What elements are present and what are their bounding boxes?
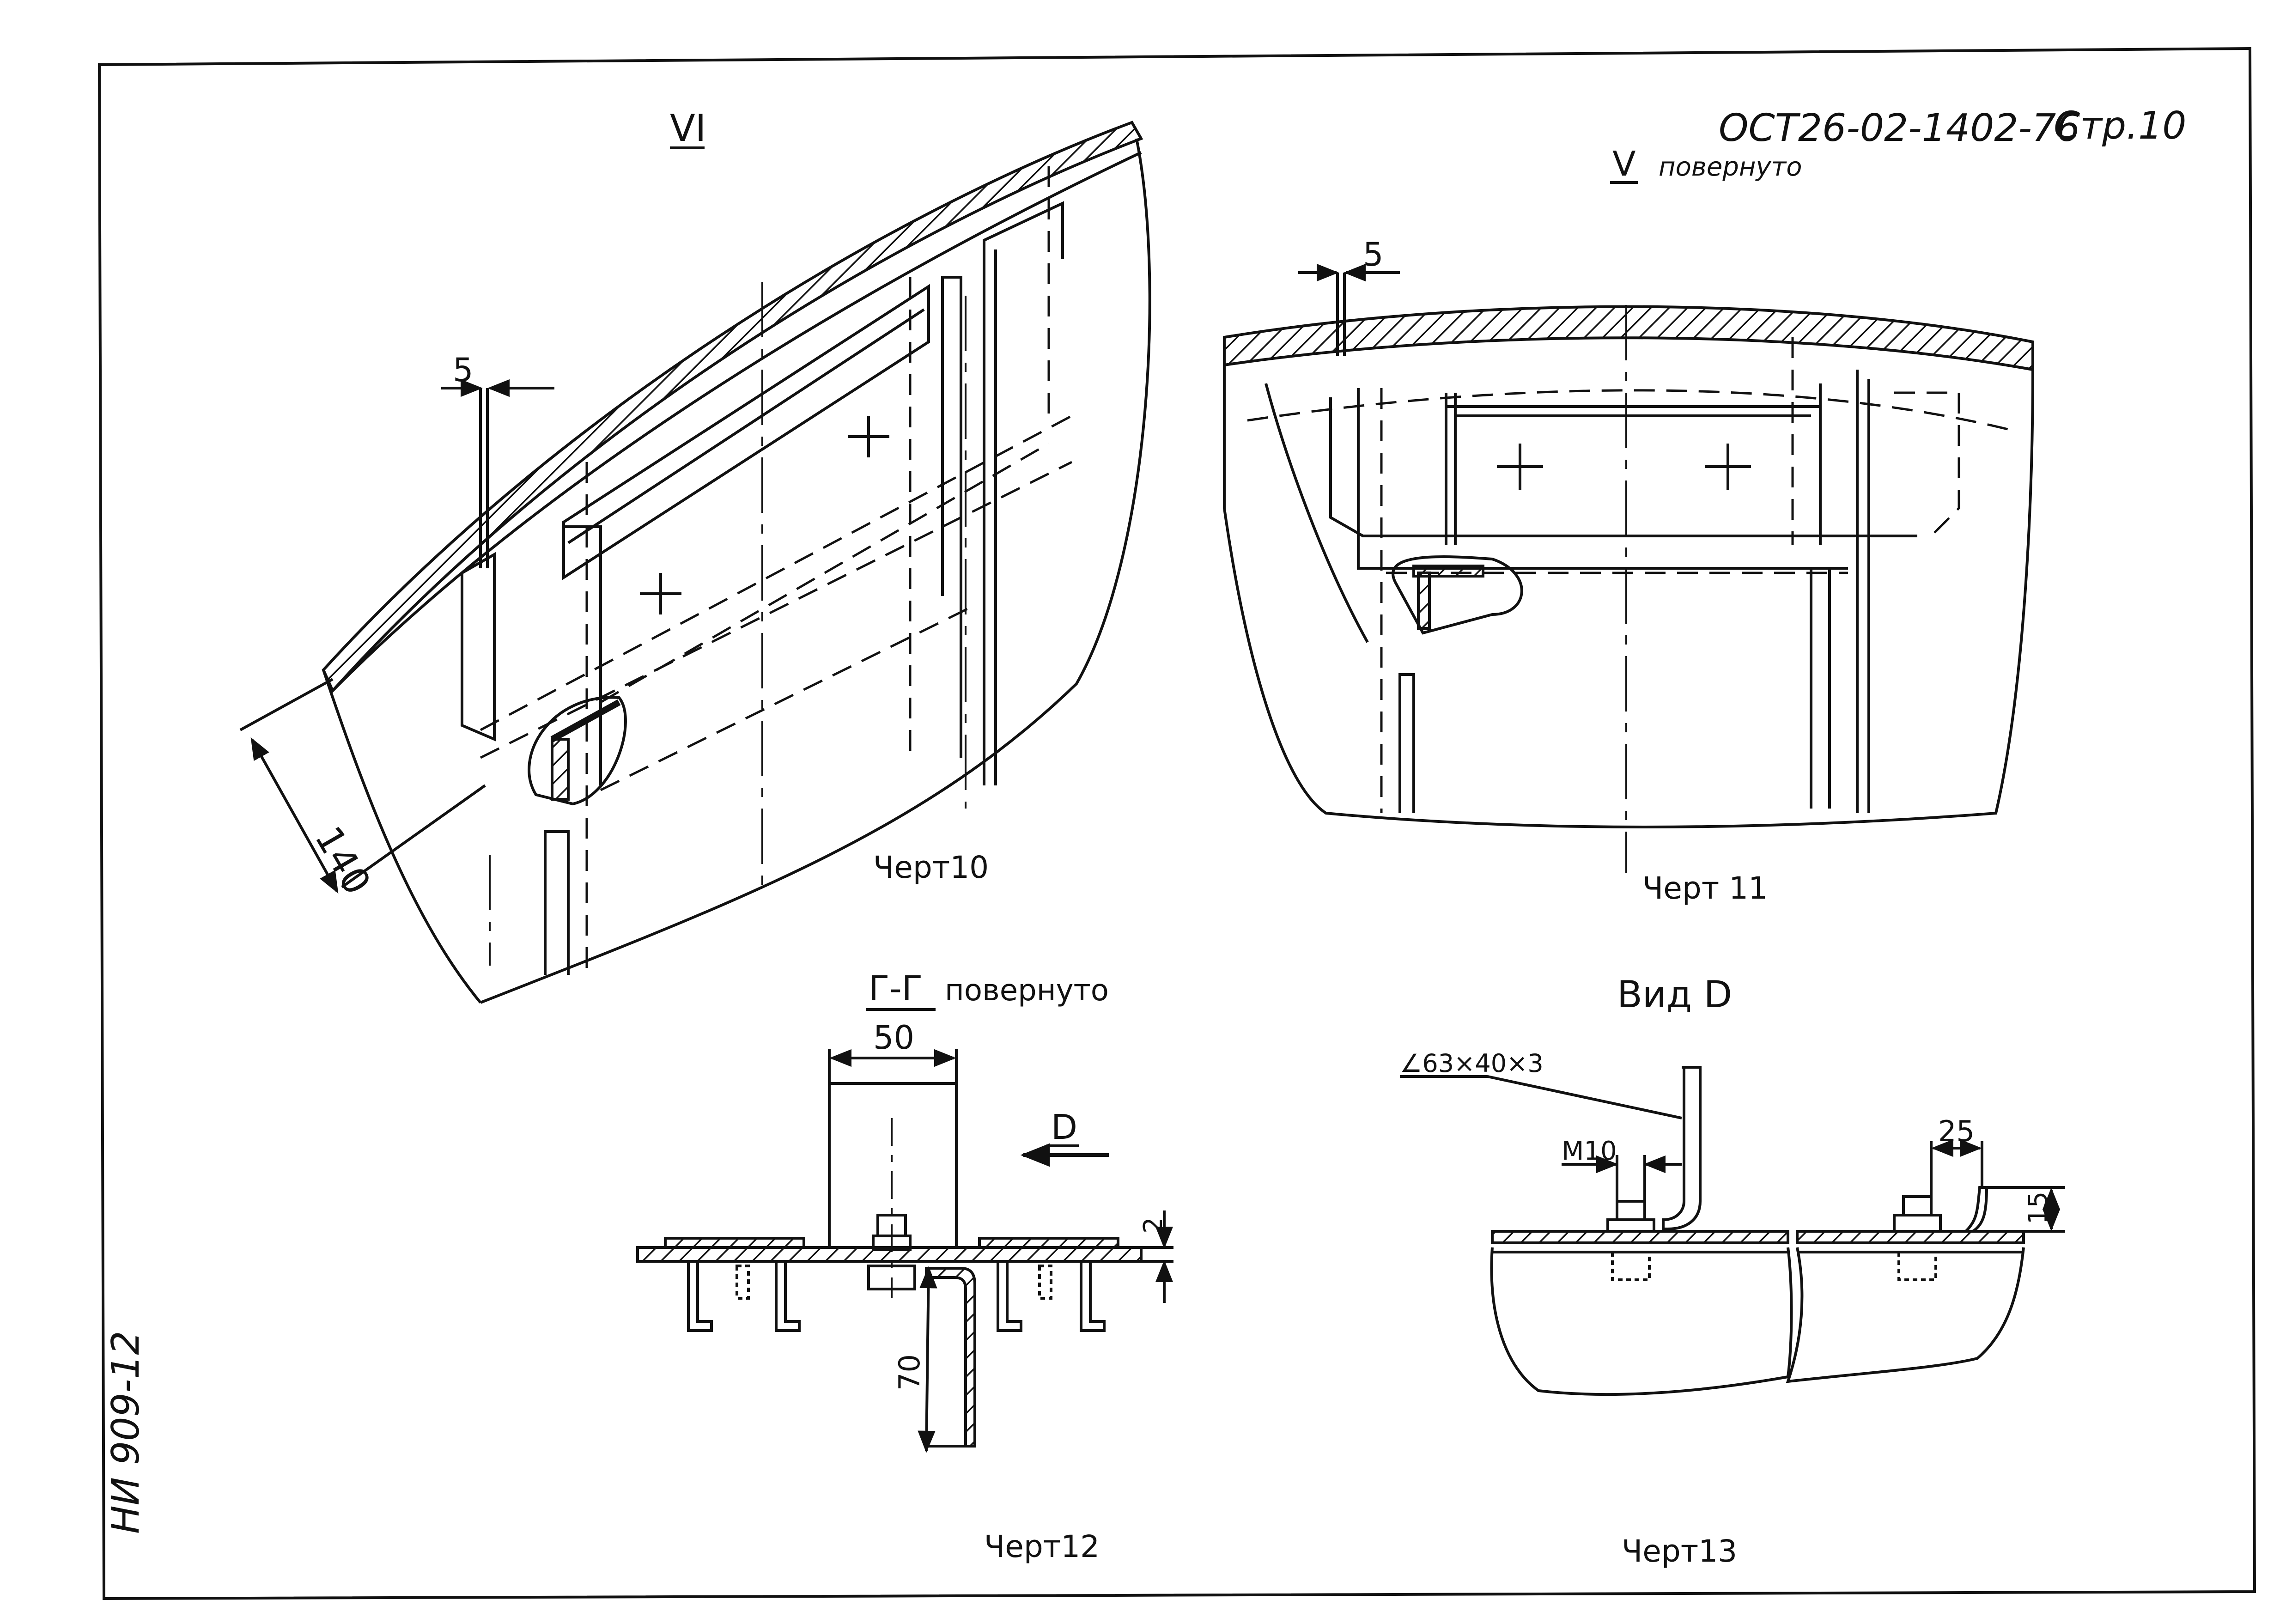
view-12: Г-Г повернуто 50 2 <box>636 969 1173 1564</box>
view-12-caption: Черт12 <box>984 1529 1100 1564</box>
view-12-arrow-label: D <box>1051 1107 1077 1147</box>
view-13-angle-label: ∠63×40×3 <box>1400 1049 1544 1078</box>
view-10-dim-5: 5 <box>453 351 474 389</box>
view-11-dim-5: 5 <box>1363 236 1384 274</box>
view-13-dim-15: 15 <box>2023 1192 2053 1224</box>
view-10: VI <box>239 107 1151 1004</box>
view-12-dim-70: 70 <box>893 1354 926 1391</box>
side-code: НИ 909-12 <box>104 1331 148 1534</box>
view-12-dim-2: 2 <box>1138 1217 1168 1234</box>
view-13-title: Вид D <box>1617 973 1732 1016</box>
view-10-marker: VI <box>670 107 706 150</box>
view-11: V повернуто <box>1223 144 2034 906</box>
view-12-marker-note: повернуто <box>945 973 1109 1008</box>
view-11-caption: Черт 11 <box>1642 870 1768 906</box>
view-11-marker-note: повернуто <box>1659 152 1802 182</box>
frame <box>97 47 2256 1600</box>
standard-number: ОСТ26-02-1402-76 <box>1719 106 2080 150</box>
page-number: Стр.10 <box>2054 104 2186 148</box>
view-13: Вид D ∠63×40×3 М10 25 <box>1400 973 2065 1569</box>
view-10-dim-140: 140 <box>307 819 379 902</box>
view-12-marker: Г-Г <box>869 969 923 1009</box>
view-12-dim-50: 50 <box>873 1019 914 1057</box>
view-13-bolt-label: М10 <box>1562 1136 1617 1166</box>
view-13-caption: Черт13 <box>1622 1533 1737 1569</box>
view-11-marker: V <box>1612 144 1636 184</box>
view-10-caption: Черт10 <box>873 850 989 885</box>
view-13-dim-25: 25 <box>1938 1114 1975 1148</box>
